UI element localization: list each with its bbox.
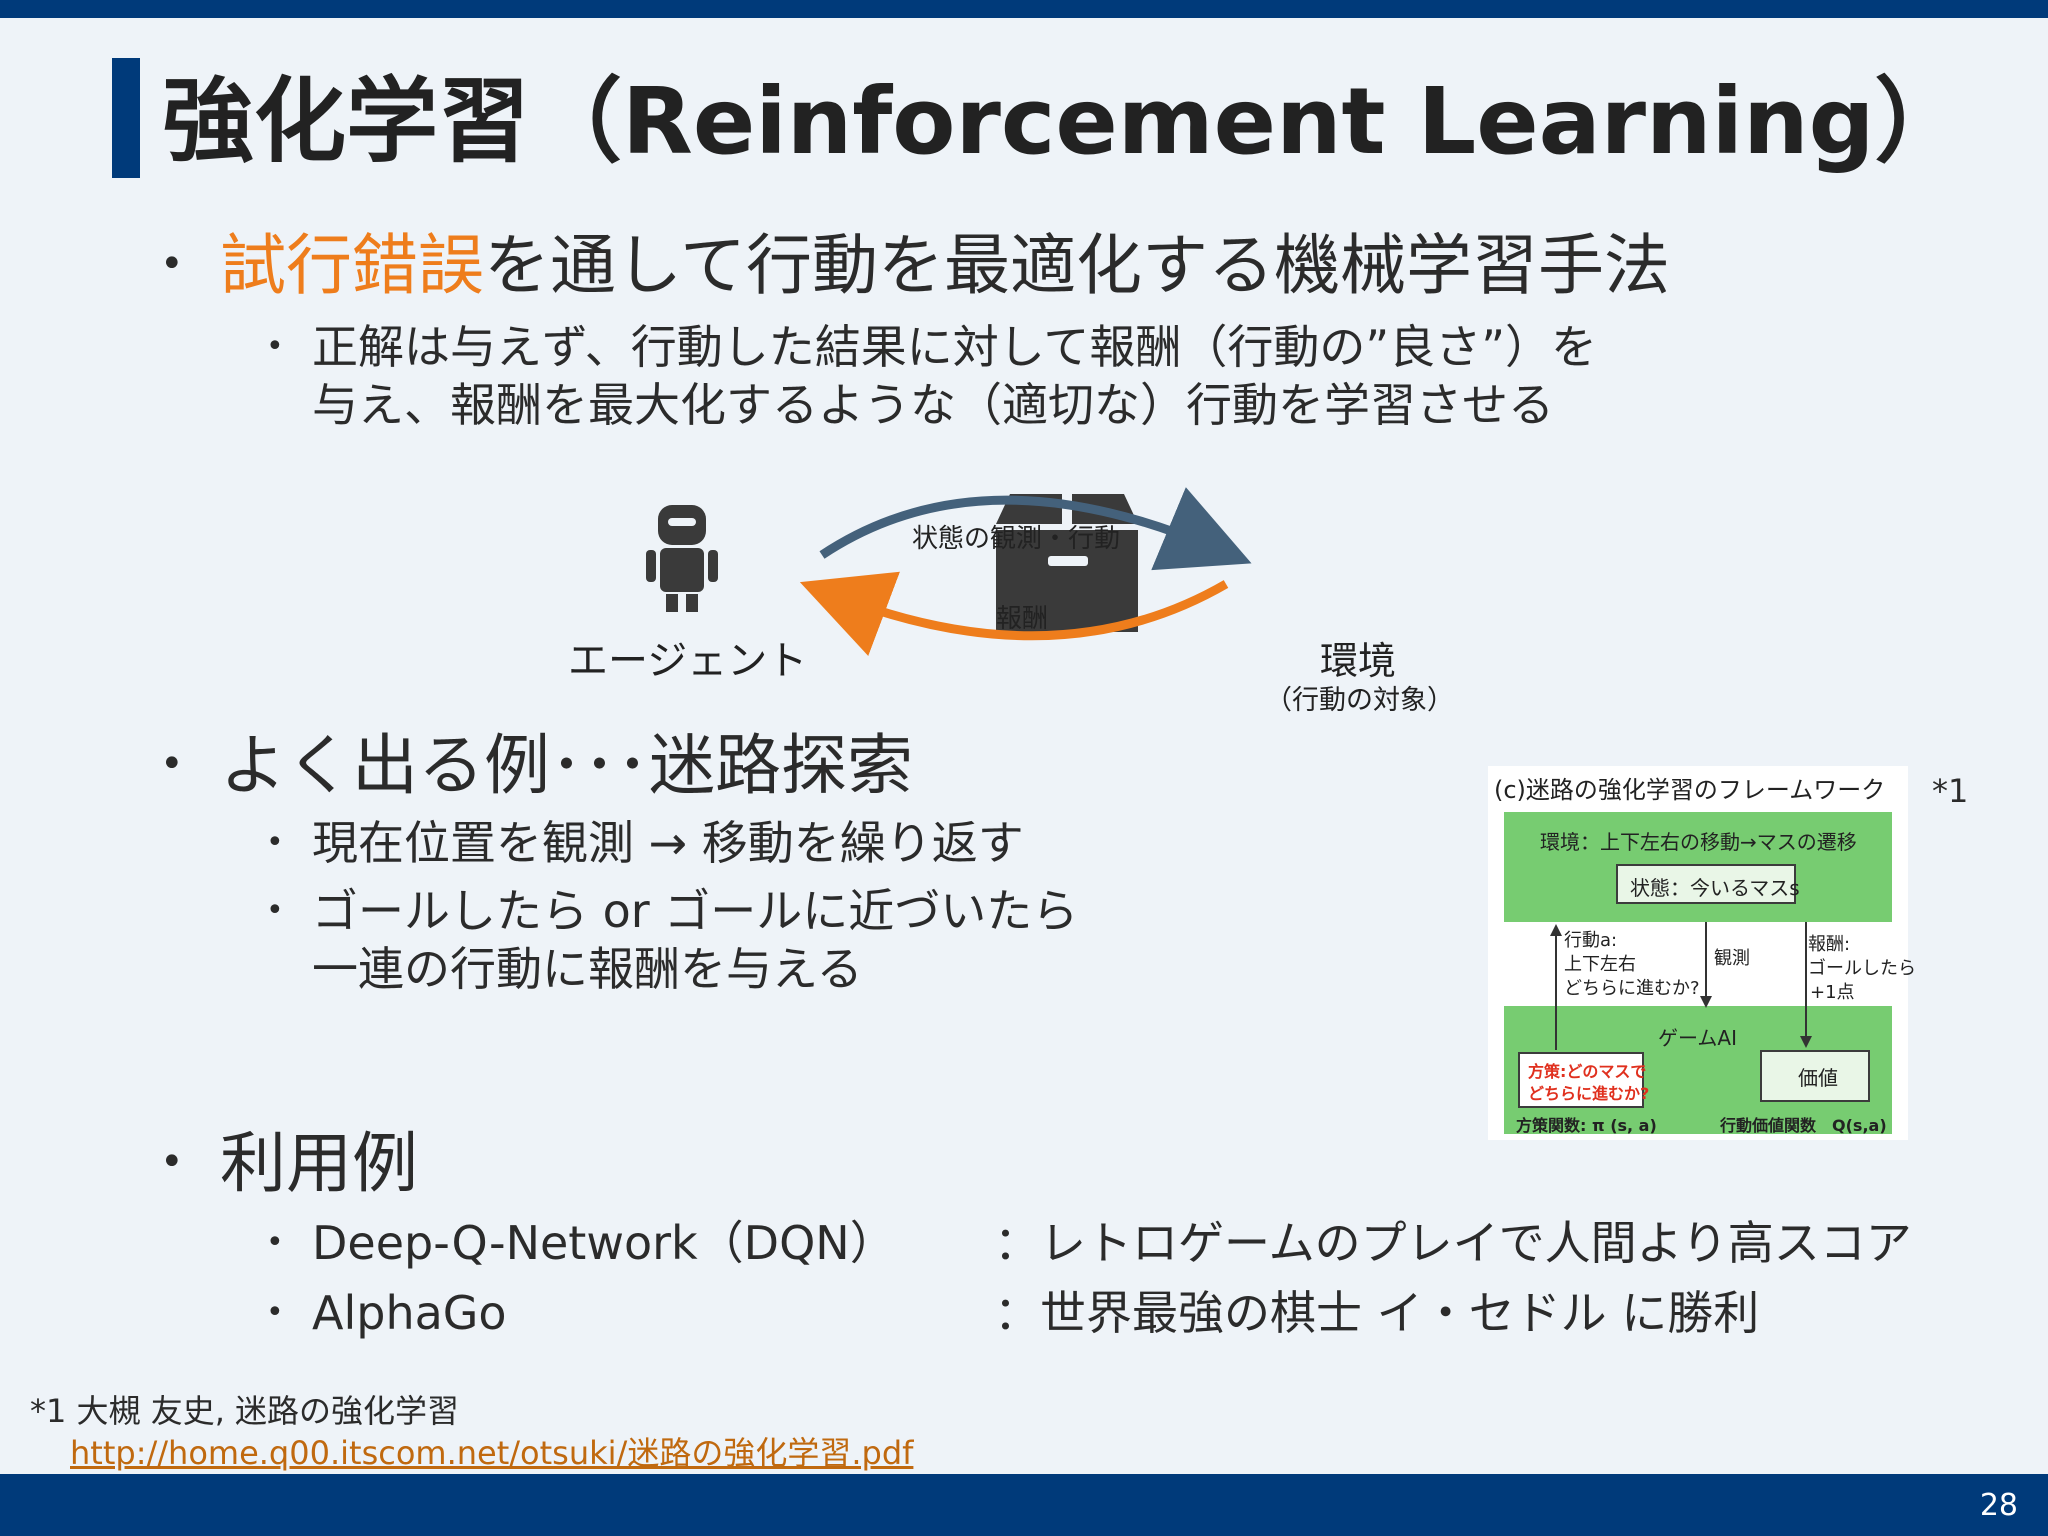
footnote-text: *1 大槻 友史, 迷路の強化学習	[30, 1392, 460, 1430]
action-line-3: どちらに進むか?	[1564, 978, 1700, 999]
observe-move-text: 現在位置を観測 → 移動を繰り返す	[312, 816, 1024, 870]
reward-line-3-label: +1点	[1810, 982, 1855, 1003]
value-text: 価値	[1798, 1066, 1838, 1090]
page-number: 28	[1979, 1488, 2018, 1523]
application-item-alphago: • AlphaGo	[266, 1284, 507, 1346]
policy-line-1: 方策:どのマスで	[1528, 1062, 1647, 1081]
value-box	[1760, 1050, 1870, 1102]
bullet-dot: •	[266, 824, 284, 860]
diagram-graphics	[646, 487, 1252, 656]
top-bar	[0, 0, 2048, 18]
bullet-dot: •	[266, 892, 284, 928]
arrow-bottom-label: 報酬	[996, 604, 1049, 634]
sub-bullet-observe: • 現在位置を観測 → 移動を繰り返す	[266, 814, 1024, 876]
policy-function-label: 方策関数: π (s, a)	[1516, 1116, 1657, 1135]
bottom-bar	[0, 1474, 2048, 1536]
footnote-reference-mark: *1	[1932, 772, 1969, 810]
reward-line-2-label: ゴールしたら	[1808, 958, 1916, 979]
robot-icon	[646, 505, 718, 612]
policy-box	[1518, 1052, 1644, 1108]
maze-figure-arrows	[1550, 922, 1812, 1050]
action-line-1: 行動a:	[1564, 930, 1618, 951]
bullet-maze-example: • よく出る例･･･迷路探索	[160, 726, 913, 810]
bullet-dot: •	[160, 1138, 184, 1185]
maze-framework-figure: (c)迷路の強化学習のフレームワーク 環境：上下左右の移動→マスの遷移 状態：今…	[1488, 766, 1916, 1140]
goal-reward-line-2: 一連の行動に報酬を与える	[312, 942, 863, 996]
game-ai-label: ゲームAI	[1658, 1026, 1737, 1050]
environment-block-text: 環境：上下左右の移動→マスの遷移	[1540, 830, 1857, 854]
reward-line-1-label: 報酬:	[1808, 934, 1851, 955]
slide-title: 強化学習（Reinforcement Learning）	[162, 68, 1967, 175]
bullet-dot: •	[266, 1294, 284, 1330]
goal-reward-line-1: ゴールしたら or ゴールに近づいたら	[312, 884, 1079, 938]
bullet-dot: •	[160, 240, 184, 287]
bullet-dot: •	[160, 740, 184, 787]
application-desc: ：レトロゲームのプレイで人間より高スコア	[994, 1216, 1912, 1270]
definition-text: を通して行動を最適化する機械学習手法	[484, 227, 1671, 304]
arrow-reward	[799, 571, 1229, 656]
maze-example-heading: よく出る例･･･迷路探索	[220, 727, 913, 804]
applications-heading: 利用例	[220, 1125, 418, 1202]
application-item-dqn: • Deep-Q-Network（DQN）	[266, 1214, 896, 1276]
environment-label: 環境	[1320, 639, 1397, 683]
environment-sublabel: （行動の対象）	[1265, 685, 1454, 716]
reward-line-1: 正解は与えず、行動した結果に対して報酬（行動の”良さ”）を	[312, 320, 1598, 374]
agent-environment-diagram: 状態の観測・行動 報酬 エージェント 環境 （行動の対象）	[560, 480, 1460, 730]
action-line-2: 上下左右	[1564, 954, 1636, 975]
application-desc: ：世界最強の棋士 イ・セドル に勝利	[994, 1286, 1760, 1340]
footnote-link[interactable]: http://home.q00.itscom.net/otsuki/迷路の強化学…	[70, 1434, 914, 1472]
bullet-dot: •	[266, 328, 284, 364]
highlight-trial-and-error: 試行錯誤	[220, 227, 484, 304]
sub-bullet-reward: • 正解は与えず、行動した結果に対して報酬（行動の”良さ”）を	[266, 318, 1597, 380]
policy-line-2: どちらに進むか?	[1528, 1084, 1650, 1103]
sub-bullet-goal: • ゴールしたら or ゴールに近づいたら	[266, 882, 1078, 944]
figure-caption: (c)迷路の強化学習のフレームワーク	[1494, 776, 1886, 804]
application-name: AlphaGo	[312, 1286, 507, 1340]
value-function-label: 行動価値関数 Q(s,a)	[1720, 1116, 1887, 1135]
state-box	[1616, 864, 1796, 904]
title-accent-bar	[112, 58, 140, 178]
arrow-top-label: 状態の観測・行動	[912, 524, 1121, 554]
bullet-applications: • 利用例	[160, 1124, 418, 1208]
arrow-observe-act	[819, 487, 1252, 571]
agent-label: エージェント	[568, 638, 808, 684]
bullet-dot: •	[266, 1224, 284, 1260]
reward-line-2: 与え、報酬を最大化するような（適切な）行動を学習させる	[312, 378, 1554, 432]
bullet-definition: • 試行錯誤を通して行動を最適化する機械学習手法	[160, 226, 1670, 310]
observe-label: 観測	[1714, 948, 1750, 969]
state-text: 状態：今いるマスs	[1630, 876, 1800, 900]
application-name: Deep-Q-Network（DQN）	[312, 1216, 896, 1270]
